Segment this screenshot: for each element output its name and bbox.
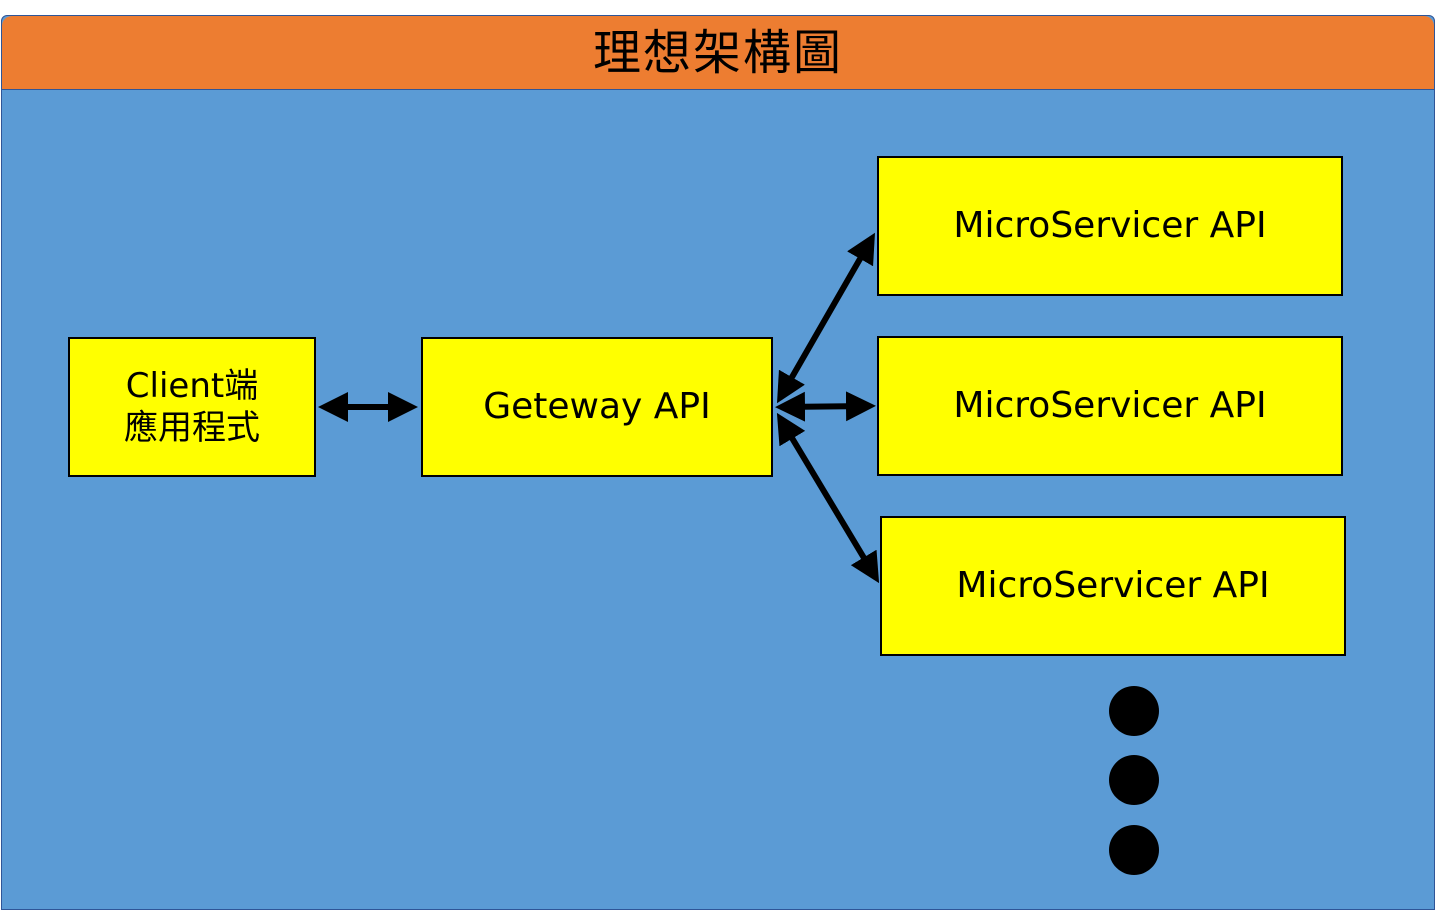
ellipsis-dot-2 [1109,755,1159,805]
title-bar: 理想架構圖 [2,16,1434,90]
gateway-api-node: Geteway API [421,337,773,477]
client-app-label: Client端 應用程式 [124,365,260,449]
ellipsis-dot-1 [1109,686,1159,736]
microservice-node-3: MicroServicer API [880,516,1346,656]
microservice-label-1: MicroServicer API [953,205,1267,247]
client-app-node: Client端 應用程式 [68,337,316,477]
microservice-node-1: MicroServicer API [877,156,1343,296]
gateway-api-label: Geteway API [483,386,711,428]
microservice-label-3: MicroServicer API [956,565,1270,607]
microservice-node-2: MicroServicer API [877,336,1343,476]
ellipsis-dot-3 [1109,825,1159,875]
microservice-label-2: MicroServicer API [953,385,1267,427]
diagram-title: 理想架構圖 [592,24,843,81]
